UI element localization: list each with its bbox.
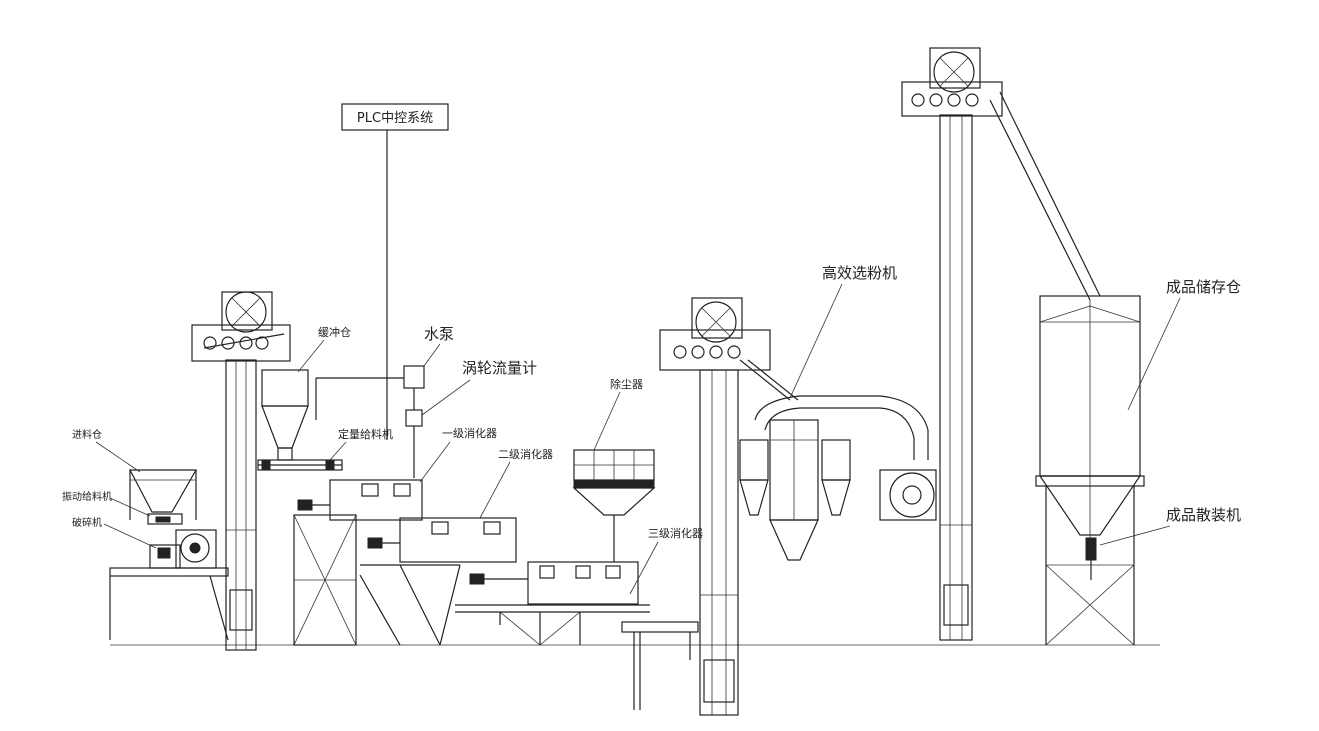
- plc-system: PLC中控系统: [341, 103, 449, 440]
- primary-digester: 一级消化器: [297, 426, 497, 521]
- upper-mid-labels: 缓冲仓 定量给料机: [297, 325, 393, 461]
- product-silo: 成品储存仓: [1035, 278, 1241, 646]
- plc-label: PLC中控系统: [357, 111, 433, 126]
- dust-collector-label: 除尘器: [610, 377, 643, 391]
- crusher: [149, 529, 217, 569]
- primary-digester-label: 一级消化器: [442, 426, 497, 440]
- buffer-bin-label: 缓冲仓: [318, 325, 351, 339]
- dosing-feeder-label: 定量给料机: [338, 427, 393, 441]
- secondary-digester: 二级消化器: [367, 447, 553, 563]
- bucket-elevator-3: [901, 47, 1101, 641]
- vibrating-feeder: [147, 513, 183, 525]
- turbine-flowmeter: 涡轮流量计: [405, 359, 537, 478]
- tertiary-digester: 三级消化器: [469, 526, 703, 605]
- bucket-elevator-2: [659, 297, 799, 716]
- classifier-label: 高效选粉机: [822, 264, 897, 282]
- bulk-loader: 成品散装机: [1085, 506, 1241, 580]
- high-efficiency-classifier: 高效选粉机: [739, 264, 937, 561]
- feed-bin: [129, 469, 198, 520]
- feed-bin-label: 进料仓: [72, 428, 102, 441]
- support-frame-mid: [359, 564, 461, 646]
- dust-collector: 除尘器: [572, 377, 656, 562]
- outlet-chute: [621, 621, 699, 710]
- secondary-digester-label: 二级消化器: [498, 447, 553, 461]
- buffer-bin: [261, 369, 309, 461]
- tertiary-digester-label: 三级消化器: [648, 526, 703, 540]
- support-frame-right: [455, 604, 650, 646]
- product-silo-label: 成品储存仓: [1166, 278, 1241, 296]
- left-labels: 进料仓 振动给料机 破碎机: [62, 428, 157, 549]
- support-frame-left: [293, 514, 357, 646]
- bulk-loader-label: 成品散装机: [1166, 506, 1241, 524]
- bucket-elevator-1: [191, 291, 291, 651]
- feed-section: [109, 469, 229, 641]
- water-pump-label: 水泵: [424, 325, 454, 343]
- turbine-flowmeter-label: 涡轮流量计: [462, 359, 537, 377]
- water-pump: 水泵: [403, 325, 454, 410]
- vibrating-feeder-label: 振动给料机: [62, 490, 112, 503]
- crusher-label: 破碎机: [72, 516, 102, 529]
- dosing-feeder: [257, 459, 343, 471]
